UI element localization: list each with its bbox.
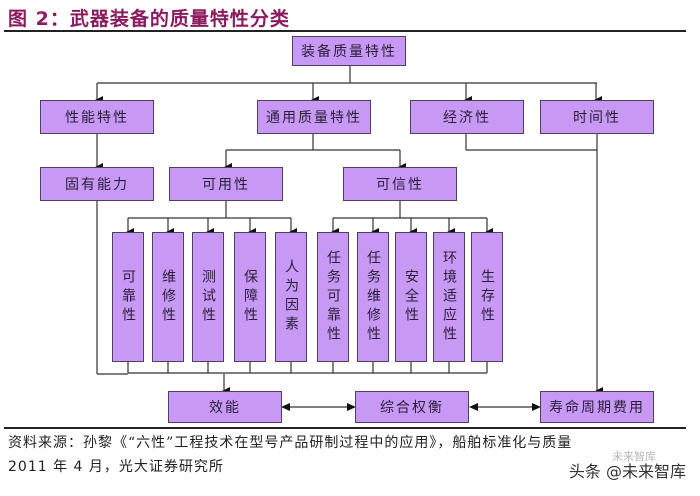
watermark: 头条 @未来智库 [568,462,686,481]
node-general-quality: 通用质量特性 [257,100,371,134]
node-inherent-capability: 固有能力 [40,167,154,201]
node-human-factors: 人为因素 [275,232,307,362]
node-mission-maintainability: 任务维修性 [357,232,389,362]
node-mission-reliability: 任务可靠性 [317,232,349,362]
node-safety: 安全性 [395,232,427,362]
top-rule [4,30,686,32]
node-dependability: 可信性 [343,167,457,201]
node-time: 时间性 [540,100,654,134]
node-performance: 性能特性 [40,100,154,134]
node-testability: 测试性 [192,232,224,362]
node-life-cycle-cost: 寿命周期费用 [540,391,654,423]
node-effectiveness: 效能 [168,391,282,423]
bottom-rule [4,427,686,429]
node-economy: 经济性 [410,100,524,134]
watermark-faint: 未来智库 [612,450,656,463]
node-equipment-quality: 装备质量特性 [292,36,406,66]
node-supportability: 保障性 [234,232,266,362]
node-maintainability: 维修性 [152,232,184,362]
source-line-2: 2011 年 4 月，光大证券研究所 [8,459,224,475]
node-survivability: 生存性 [471,232,503,362]
source-line-1: 资料来源：孙黎《“六性”工程技术在型号产品研制过程中的应用》，船舶标准化与质量 [8,435,573,451]
node-reliability: 可靠性 [112,232,144,362]
figure-title: 图 2：武器装备的质量特性分类 [8,8,290,30]
node-tradeoff: 综合权衡 [355,391,469,423]
node-availability: 可用性 [169,167,283,201]
node-environmental-adaptability: 环境适应性 [433,232,465,362]
